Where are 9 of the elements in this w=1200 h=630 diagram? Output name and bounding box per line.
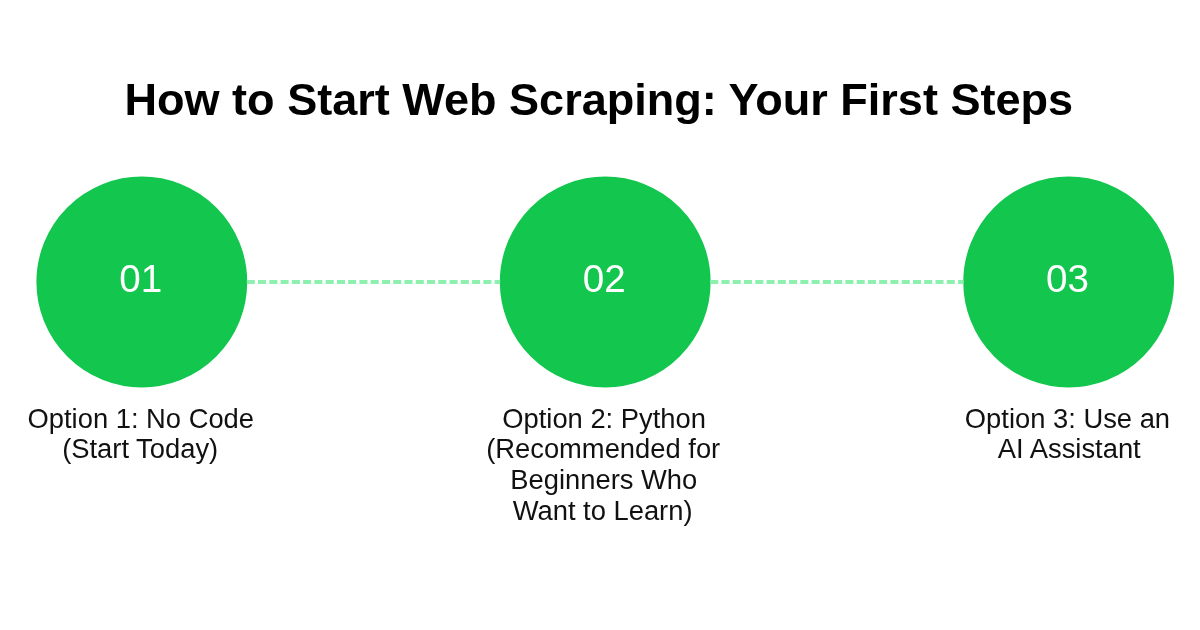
- node-label: Option 1: No Code (Start Today): [27, 402, 255, 465]
- node-label: Option 3: Use an AI Assistant: [964, 402, 1171, 465]
- node-circle: 01: [36, 176, 248, 388]
- connector: [246, 280, 501, 284]
- connector: [710, 280, 964, 284]
- node-label: Option 2: Python (Recommended for Beginners Who Want to Learn): [486, 402, 721, 526]
- diagram-title: How to Start Web Scraping: Your First Steps: [124, 74, 1074, 126]
- node-circle: 03: [963, 176, 1175, 388]
- node-circle: 02: [499, 176, 711, 388]
